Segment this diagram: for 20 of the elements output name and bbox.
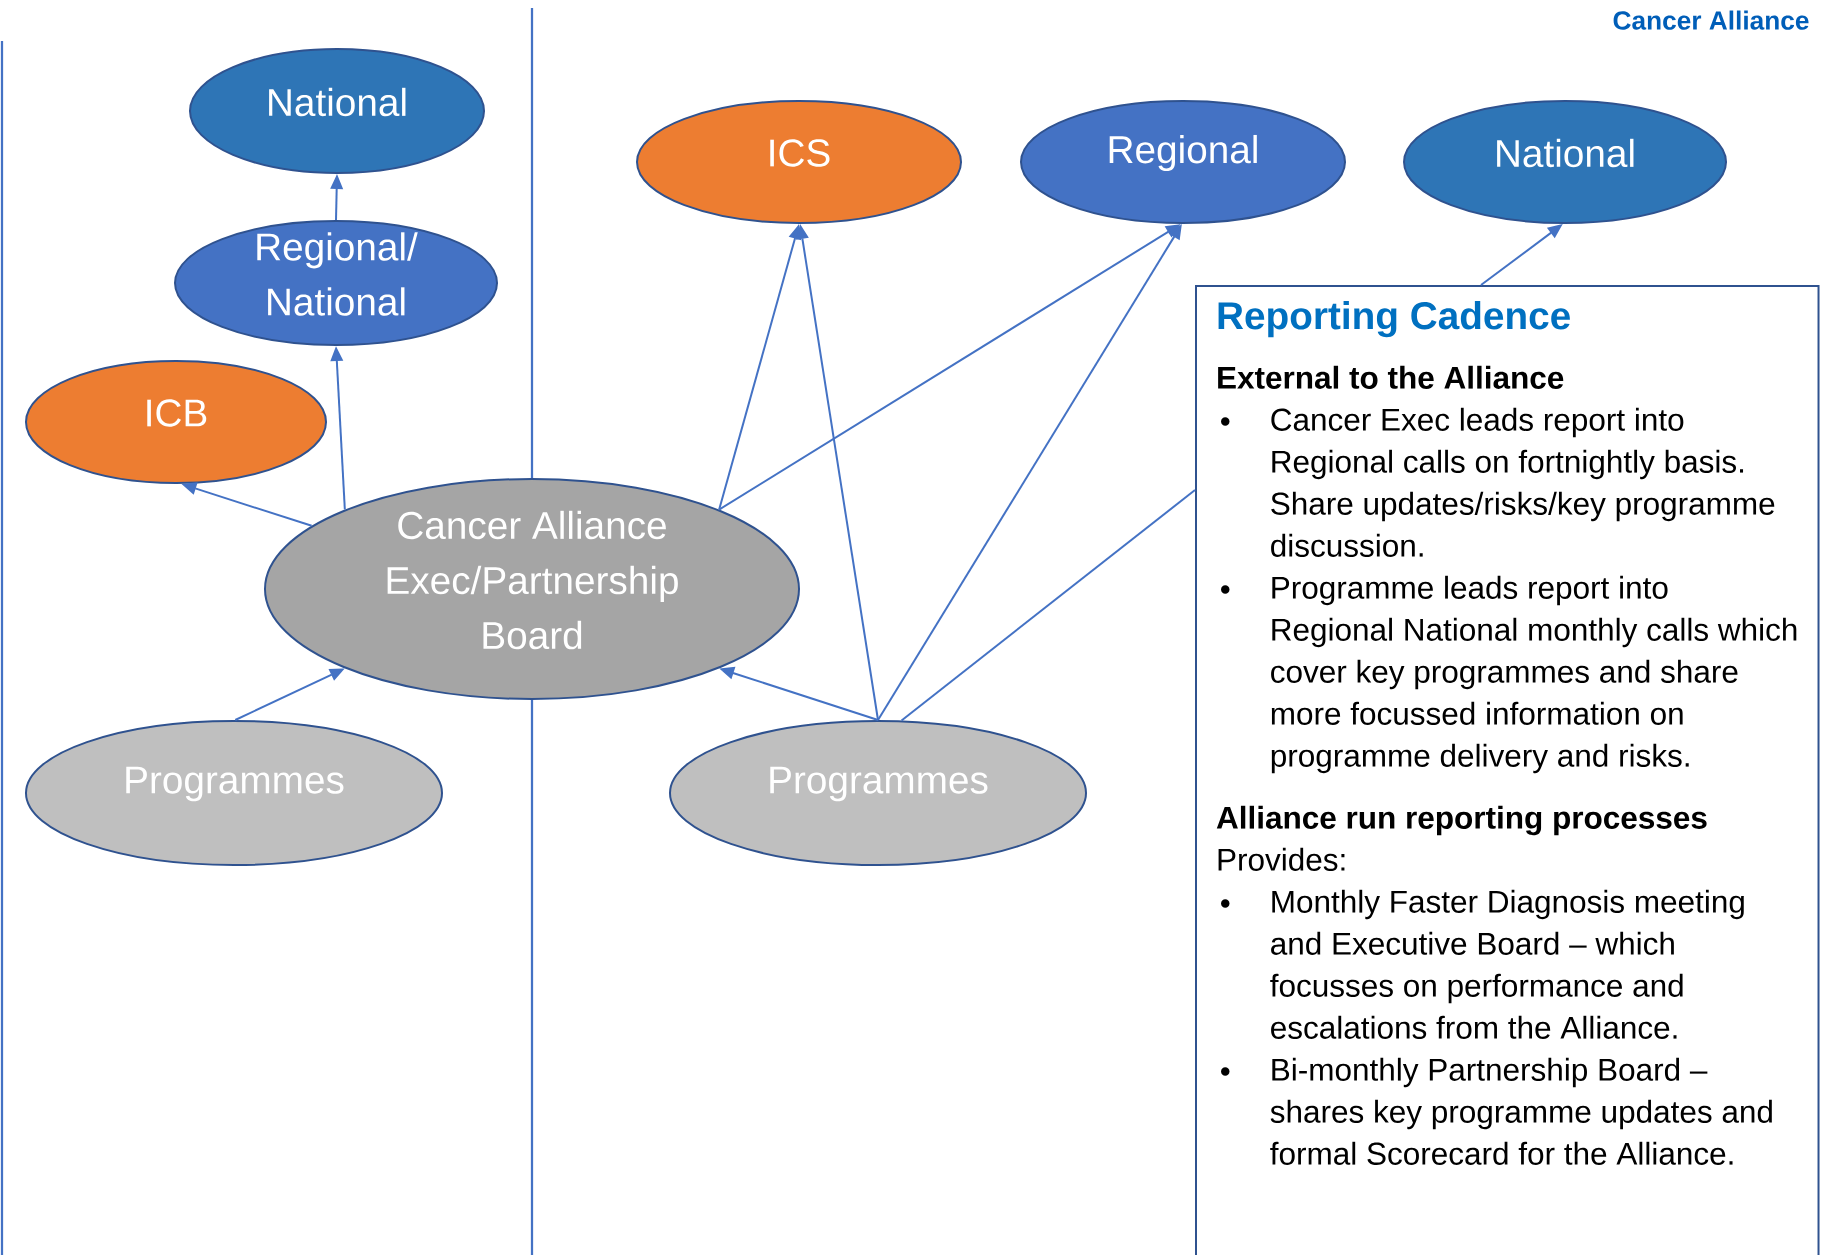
body-text: Provides:	[1218, 847, 1345, 871]
oval-node: ICS	[636, 100, 962, 224]
bullet-text: Monthly Faster Diagnosis meeting and Executive Board – which focusses on performance and escalations from the Alliance.	[1270, 889, 1744, 1039]
oval-node: Programmes	[25, 720, 443, 866]
text-panel	[1195, 285, 1820, 1255]
bullet-text: Cancer Exec leads report into Regional calls on fortnightly basis. Share updates/risks/key programme discussion.	[1271, 407, 1775, 557]
panel-heading: Reporting Cadence	[1218, 301, 1570, 338]
subheading: External to the Alliance	[1218, 365, 1564, 389]
oval-node: Regional/ National	[174, 220, 498, 346]
bullet-text: Bi-monthly Partnership Board – shares key programme updates and formal Scorecard for the Alliance.	[1270, 1057, 1772, 1165]
subheading: Alliance run reporting processes	[1216, 805, 1707, 836]
oval-node: Regional	[1020, 100, 1346, 224]
bullet-text: Programme leads report into Regional National monthly calls which cover key programmes and share more focussed information on programme delivery and risks.	[1271, 575, 1797, 774]
header-text: Cancer Alliance	[1613, 10, 1809, 30]
oval-node: Cancer Alliance Exec/Partnership Board	[264, 478, 800, 700]
oval-node: Programmes	[669, 720, 1087, 866]
connector-line	[900, 489, 1196, 722]
oval-node: ICB	[25, 360, 327, 484]
oval-node: National	[189, 48, 485, 174]
oval-node: National	[1403, 100, 1727, 224]
